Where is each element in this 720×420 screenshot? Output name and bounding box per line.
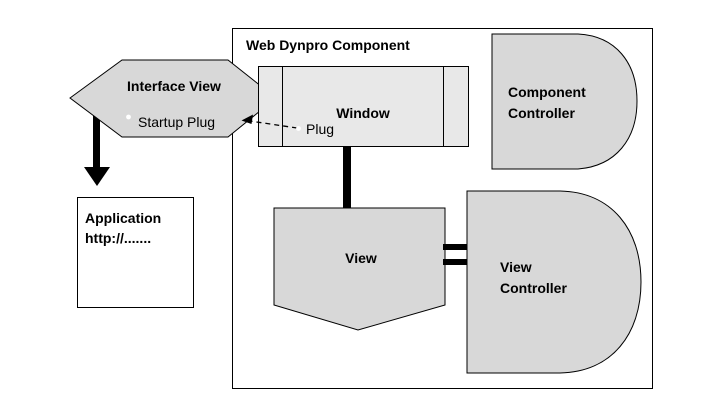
plug-dashed-arrow [241, 114, 298, 129]
interface-view-label: Interface View [127, 78, 221, 94]
application-box [77, 197, 194, 308]
arrow-head [84, 167, 110, 186]
view-controller-shape [466, 190, 642, 374]
view-viewcontroller-bar-bottom [443, 259, 467, 265]
arrow-shaft [93, 110, 100, 170]
application-label: Application http://....... [85, 210, 162, 246]
window-shape [258, 66, 469, 147]
plug-label: Plug [306, 121, 335, 137]
dashed-line [249, 120, 298, 129]
window-label: Window [336, 105, 390, 121]
window-view-connector [343, 146, 351, 209]
view-label: View [345, 250, 377, 266]
interface-view-to-application-arrow [84, 110, 110, 186]
startup-plug-label: Startup Plug [138, 114, 216, 130]
view-shape [273, 207, 446, 331]
view-controller-label: View Controller [500, 259, 567, 296]
diagram-title: Web Dynpro Component [246, 37, 410, 53]
startup-plug-bullet [126, 114, 131, 120]
dashed-arrow-head [241, 114, 253, 124]
component-controller-shape [491, 33, 638, 170]
component-controller-label: Component Controller [508, 84, 586, 121]
view-viewcontroller-bar-top [443, 244, 467, 250]
plug-bullet [296, 126, 301, 131]
